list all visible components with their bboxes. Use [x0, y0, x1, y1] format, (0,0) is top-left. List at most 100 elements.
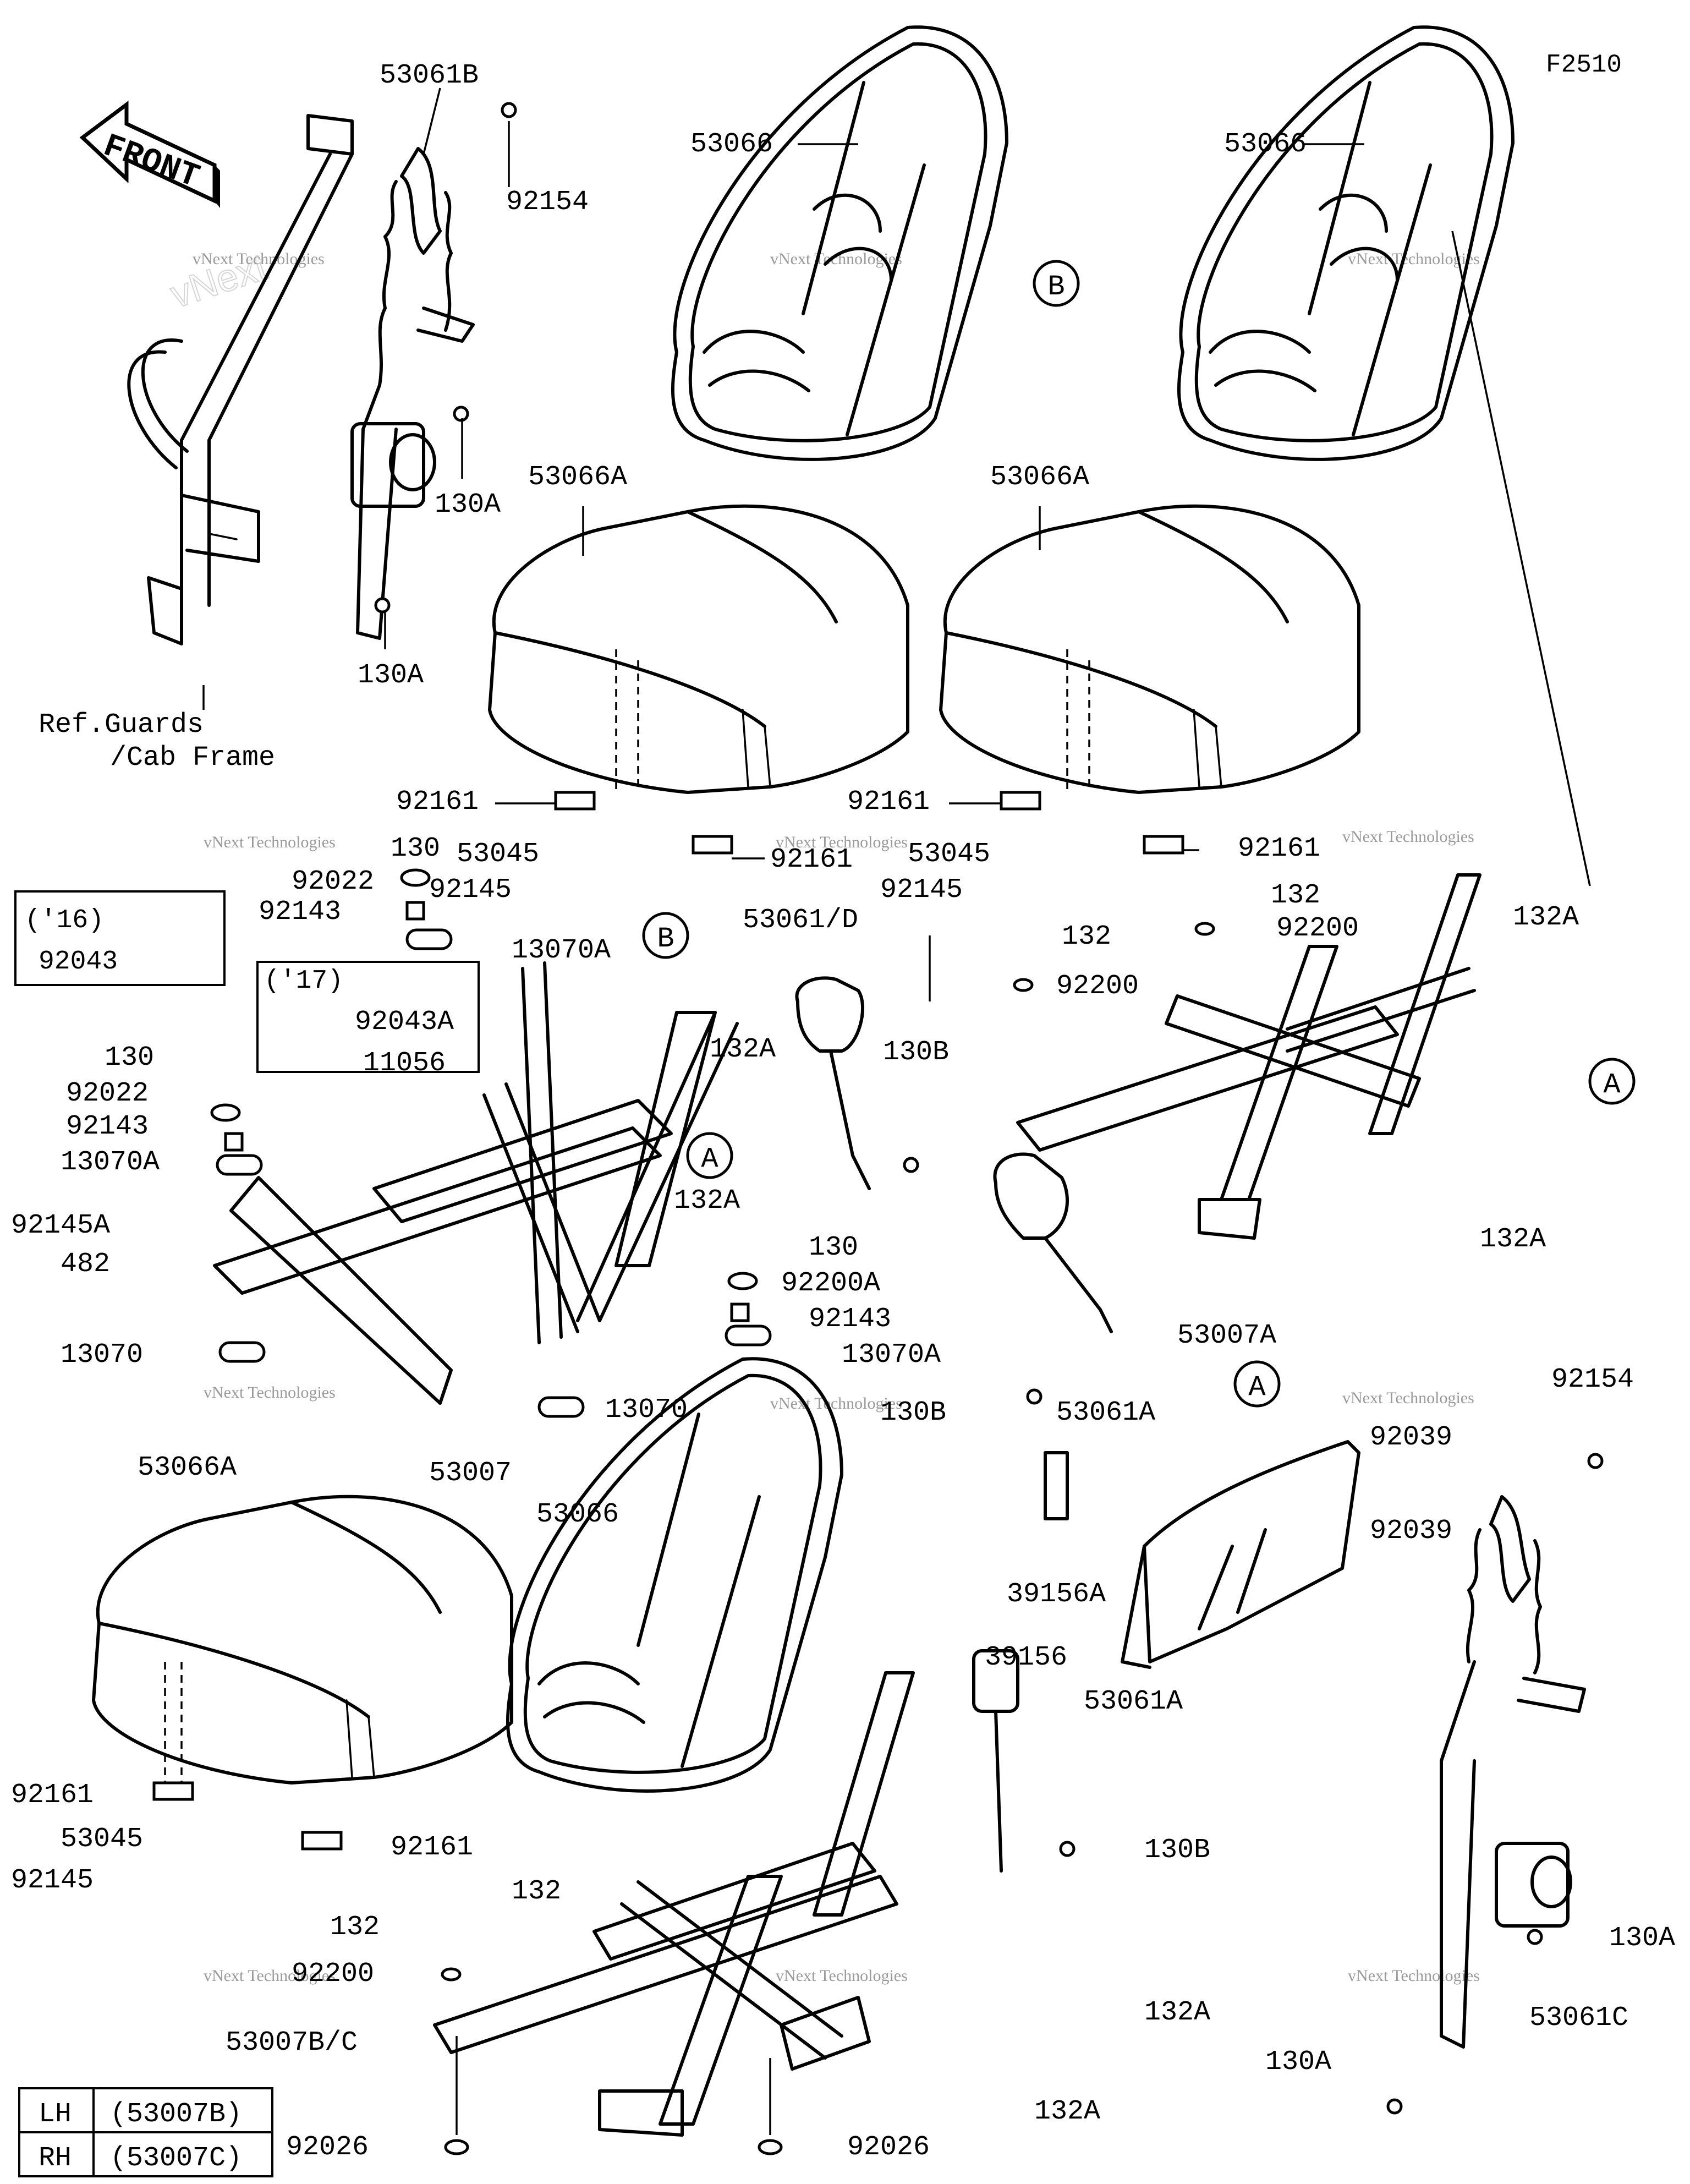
- part-label: 53045: [61, 1824, 143, 1855]
- part-label: 53066: [536, 1499, 619, 1530]
- watermark-line: vNext Technologies: [770, 250, 902, 268]
- part-label: 132A: [1034, 2096, 1100, 2127]
- panel-39156: [1044, 1440, 1360, 1669]
- part-label: 92154: [1551, 1364, 1634, 1395]
- part-label: 13070: [61, 1339, 143, 1371]
- callout-a: A: [1248, 1371, 1266, 1404]
- buckle-group: [795, 976, 1113, 1873]
- callout-a: A: [1603, 1069, 1621, 1101]
- seat-back: [1177, 25, 1515, 461]
- part-label: 53066: [690, 129, 773, 160]
- part-label: 132: [1271, 880, 1320, 911]
- part-label: 92200: [1276, 913, 1359, 944]
- part-label: 132: [330, 1912, 380, 1943]
- part-label: 53061/D: [743, 905, 858, 936]
- watermark-line: vNext Technologies: [204, 1383, 336, 1402]
- seat-back: [671, 25, 1008, 461]
- part-label: 92161: [11, 1780, 94, 1811]
- part-label: 92143: [66, 1111, 149, 1142]
- part-label: 130: [809, 1232, 858, 1263]
- legend-side: RH: [39, 2143, 72, 2174]
- callout-group: B B A A A: [642, 260, 1636, 1408]
- part-label: 132: [512, 1876, 561, 1907]
- watermark-line: vNext Technologies: [204, 833, 336, 851]
- part-label: 53066A: [990, 462, 1089, 493]
- legend-part: (53007C): [110, 2143, 242, 2174]
- watermark-line: vNext Technologies: [776, 833, 908, 851]
- part-label: 53007A: [1177, 1320, 1276, 1351]
- part-label: 130A: [1265, 2046, 1331, 2078]
- part-label: 92145A: [11, 1210, 110, 1241]
- part-label: 92200: [1056, 971, 1139, 1002]
- part-label: 11056: [363, 1048, 446, 1079]
- part-label: 130: [105, 1042, 154, 1074]
- part-label: 130A: [358, 660, 424, 691]
- seatbelt-53061b: [350, 147, 475, 640]
- part-label: 53061A: [1084, 1686, 1183, 1717]
- part-label: 482: [61, 1249, 110, 1280]
- seat-frame-53007bc: [433, 1671, 915, 2137]
- part-label: 53066A: [528, 462, 627, 493]
- part-label: 92039: [1370, 1515, 1452, 1547]
- seat-frame-53007a: [1016, 873, 1482, 1240]
- watermark-line: vNext Technologies: [1342, 828, 1474, 846]
- part-label: 53061A: [1056, 1397, 1155, 1428]
- watermark-line: vNext Technologies: [1348, 1967, 1480, 1985]
- part-label: 13070A: [61, 1147, 160, 1178]
- hardware-group: [152, 102, 1604, 2155]
- legend-side: LH: [39, 2099, 72, 2130]
- part-label: 92200A: [781, 1268, 880, 1299]
- part-labels: 53061B 92154 130A 130A 53066 53066 53066…: [11, 60, 1675, 2163]
- watermark-line: vNext Technologies: [776, 1967, 908, 1985]
- seat-cushion: [488, 504, 909, 794]
- part-label: 53045: [908, 839, 990, 870]
- part-label: 130B: [883, 1037, 949, 1068]
- part-label: 13070: [605, 1394, 688, 1426]
- part-label: 39156A: [1007, 1579, 1106, 1610]
- watermark-line: vNext Technologies: [204, 1967, 336, 1985]
- part-label: 53045: [457, 839, 539, 870]
- seat-frame-53007: [213, 961, 739, 1405]
- part-label: 53007: [429, 1458, 512, 1489]
- part-label: 13070A: [842, 1339, 941, 1371]
- part-label: 132A: [1513, 902, 1579, 933]
- front-arrow: FRONT: [79, 101, 220, 208]
- part-label: 130B: [880, 1397, 946, 1428]
- seatbelt-53061c: [1440, 1495, 1586, 2049]
- callout-b: B: [657, 923, 674, 955]
- part-label: 92039: [1370, 1422, 1452, 1453]
- part-label: 132A: [1480, 1224, 1546, 1255]
- part-label: 92145: [11, 1865, 94, 1896]
- leader-lines: [202, 87, 1591, 2135]
- watermark-line: vNext Technologies: [1342, 1389, 1474, 1407]
- part-label: 132: [1062, 921, 1111, 953]
- part-label: 130A: [1609, 1923, 1675, 1954]
- part-label: 53066: [1224, 129, 1307, 160]
- part-label: 92026: [847, 2132, 930, 2163]
- figure-code: F2510: [1546, 51, 1622, 79]
- guard-frame: [127, 114, 354, 645]
- side-legend-table: LH (53007B) RH (53007C): [18, 2087, 273, 2177]
- seat-cushion: [92, 1495, 513, 1785]
- part-label: 92161: [847, 786, 930, 818]
- part-label: 132A: [674, 1185, 740, 1217]
- year-box-17: ('17): [256, 961, 480, 1073]
- year-part: 92043: [39, 947, 118, 977]
- part-label: 132A: [1144, 1997, 1210, 2028]
- part-label: 132A: [710, 1034, 776, 1065]
- legend-part: (53007B): [110, 2099, 242, 2130]
- part-label: 92145: [880, 874, 963, 906]
- year-box-16: ('16) 92043: [14, 890, 226, 986]
- part-label: 53066A: [138, 1452, 237, 1484]
- part-label: 130B: [1144, 1835, 1210, 1866]
- ref-note-line1: Ref.Guards: [39, 709, 204, 741]
- part-label: 92161: [770, 844, 853, 875]
- part-label: 130: [391, 833, 440, 864]
- part-label: 92200: [292, 1958, 374, 1990]
- ref-note-line2: /Cab Frame: [110, 742, 275, 774]
- part-label: 13070A: [512, 935, 611, 966]
- part-label: 92043A: [355, 1006, 454, 1038]
- callout-b: B: [1047, 271, 1065, 303]
